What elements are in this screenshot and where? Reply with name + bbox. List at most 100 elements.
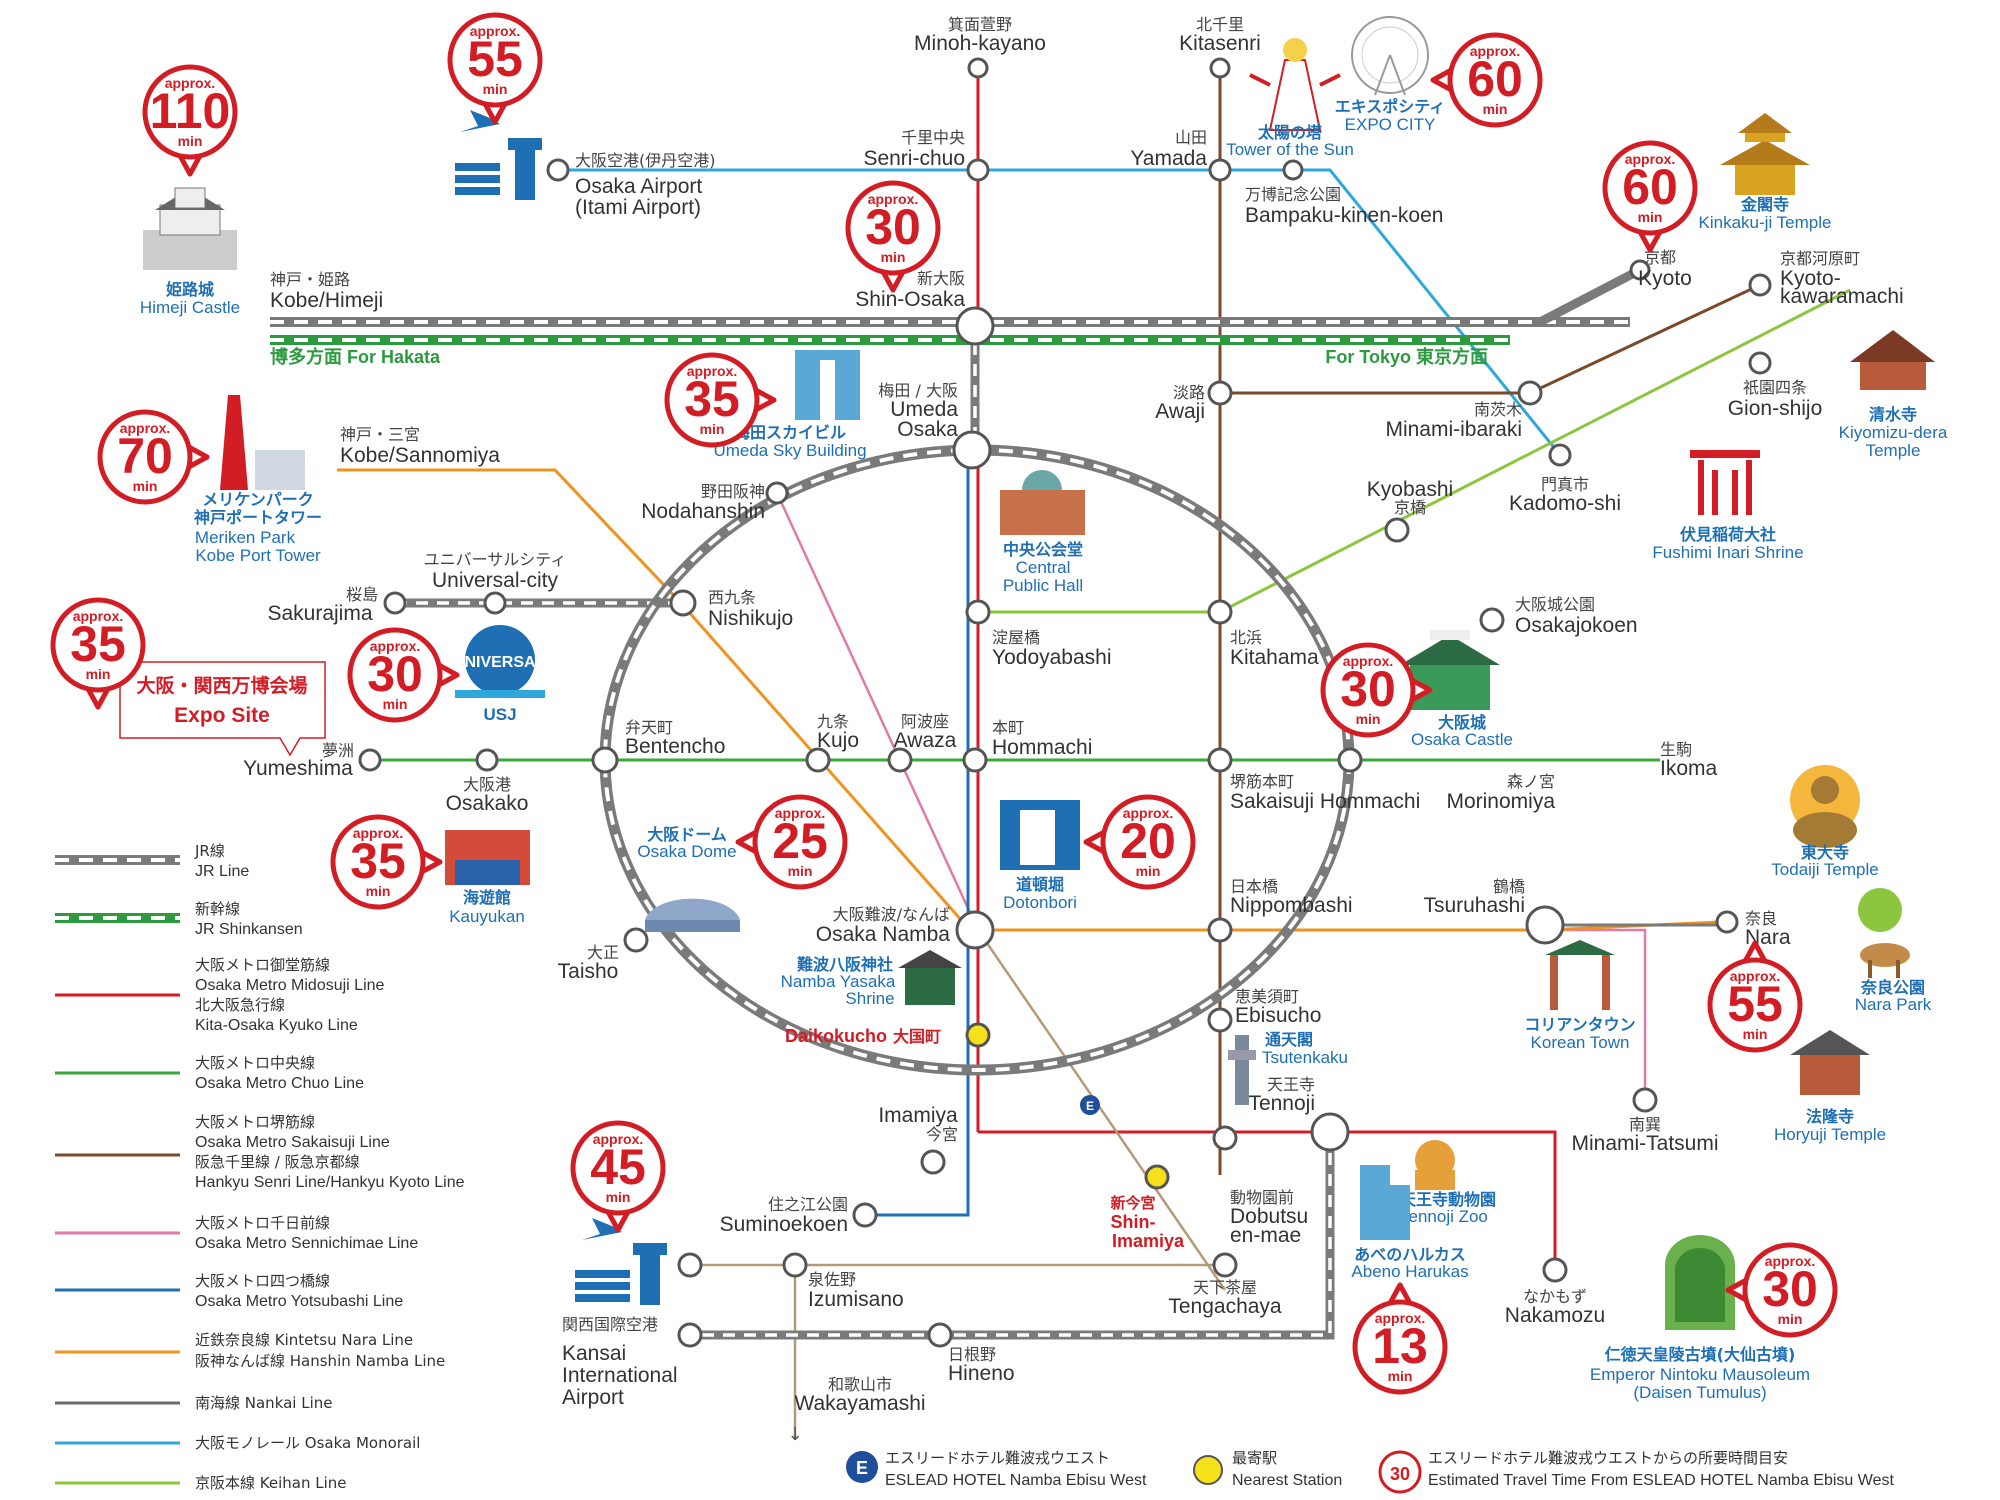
label-minoh-ja: 箕面萱野 xyxy=(948,15,1012,34)
node-taisho[interactable] xyxy=(623,927,649,953)
label-kawaramachi-ja: 京都河原町 xyxy=(1780,249,1860,268)
kinkakuji-en: Kinkaku-ji Temple xyxy=(1699,213,1832,232)
node-nara[interactable] xyxy=(1715,910,1739,934)
node-shin-imamiya[interactable] xyxy=(1144,1164,1170,1190)
label-osakajokoen-en: Osakajokoen xyxy=(1515,614,1638,637)
travel-time-badges: approx.110minapprox.55minapprox.30minapp… xyxy=(50,12,1838,1395)
node-kyoto-kawaramachi[interactable] xyxy=(1748,273,1772,297)
node-sakurajima[interactable] xyxy=(383,591,407,615)
node-kansai-airport[interactable] xyxy=(677,1322,703,1348)
label-yodoyabashi-ja: 淀屋橋 xyxy=(992,628,1040,647)
label-dobutsuen-en2: en-mae xyxy=(1230,1224,1301,1247)
node-kitasenri[interactable] xyxy=(1209,57,1231,79)
legend-yotsubashi-ja: 大阪メトロ四つ橋線 xyxy=(195,1272,330,1290)
node-osakako[interactable] xyxy=(475,748,499,772)
nearest-ja: 最寄駅 xyxy=(1232,1449,1277,1467)
badge-approx-label: approx. xyxy=(370,638,421,654)
node-universal[interactable] xyxy=(483,591,507,615)
midosuji-south xyxy=(978,1130,1557,1265)
meriken-en1: Meriken Park xyxy=(195,528,296,547)
node-osakajokoen[interactable] xyxy=(1479,607,1505,633)
node-awaza[interactable] xyxy=(887,747,913,773)
label-tsuruhashi-en: Tsuruhashi xyxy=(1423,894,1525,917)
node-kyobashi[interactable] xyxy=(1384,517,1410,543)
node-minoh[interactable] xyxy=(967,57,989,79)
node-hommachi[interactable] xyxy=(962,747,988,773)
node-ebisucho[interactable] xyxy=(1207,1007,1233,1033)
node-tengachaya[interactable] xyxy=(1212,1252,1238,1278)
nearest-station-icon xyxy=(1193,1455,1223,1485)
usj-globe-icon: NIVERSA xyxy=(455,625,545,698)
node-dobutsuen[interactable] xyxy=(1212,1125,1238,1151)
node-gion[interactable] xyxy=(1748,351,1772,375)
legend-nankai-ja: 南海線 Nankai Line xyxy=(195,1394,333,1412)
node-senrichuo[interactable] xyxy=(966,158,990,182)
node-shin-osaka[interactable] xyxy=(955,306,995,346)
legend-midosuji-en2: Kita-Osaka Kyuko Line xyxy=(195,1017,358,1034)
hotel-marker[interactable]: E xyxy=(1080,1095,1100,1115)
nara-park-ja: 奈良公園 xyxy=(1860,978,1925,997)
skybuilding-ja: 梅田スカイビル xyxy=(734,423,846,442)
node-nakamozu[interactable] xyxy=(1542,1257,1568,1283)
node-kitahama[interactable] xyxy=(1207,599,1233,625)
badge-minutes: 13 xyxy=(1372,1318,1428,1374)
badge-minutes: 55 xyxy=(1727,976,1783,1032)
fushimi-en: Fushimi Inari Shrine xyxy=(1652,543,1803,562)
node-sakaisuji[interactable] xyxy=(1207,747,1233,773)
badge-minutes: 20 xyxy=(1120,813,1176,869)
label-suminoekoen-en: Suminoekoen xyxy=(720,1213,848,1236)
horyuji-ja: 法隆寺 xyxy=(1806,1107,1854,1126)
node-nippombashi[interactable] xyxy=(1207,917,1233,943)
node-kansai-1[interactable] xyxy=(677,1252,703,1278)
horyuji-icon xyxy=(1790,1030,1870,1095)
node-kadomoshi[interactable] xyxy=(1548,443,1572,467)
central-hall-en2: Public Hall xyxy=(1003,576,1083,595)
node-osaka-airport[interactable] xyxy=(546,158,570,182)
node-yamada[interactable] xyxy=(1208,158,1232,182)
label-kitasenri-en: Kitasenri xyxy=(1179,32,1261,55)
label-tengachaya-ja: 天下茶屋 xyxy=(1193,1278,1257,1297)
badge-min-label: min xyxy=(178,133,203,149)
meriken-ja1: メリケンパーク xyxy=(202,490,314,509)
node-namba[interactable] xyxy=(955,910,995,950)
node-kujo[interactable] xyxy=(805,747,831,773)
kiyomizu-ja: 清水寺 xyxy=(1869,405,1917,424)
node-minami-tatsumi[interactable] xyxy=(1632,1087,1658,1113)
node-hineno[interactable] xyxy=(927,1322,953,1348)
node-imamiya[interactable] xyxy=(920,1149,946,1175)
badge-min-label: min xyxy=(483,81,508,97)
node-izumisano[interactable] xyxy=(782,1252,808,1278)
central-hall-icon xyxy=(1000,470,1085,535)
node-yumeshima[interactable] xyxy=(358,748,382,772)
yotsubashi-line xyxy=(865,440,970,1217)
node-nodahanshin[interactable] xyxy=(765,481,789,505)
badge-approx-label: approx. xyxy=(687,363,738,379)
node-bampaku[interactable] xyxy=(1282,159,1304,181)
node-tennoji[interactable] xyxy=(1310,1112,1350,1152)
label-nippombashi-ja: 日本橋 xyxy=(1230,877,1278,896)
badge-minutes: 60 xyxy=(1622,159,1678,215)
badge-min-label: min xyxy=(700,421,725,437)
travel-time-icon-num: 30 xyxy=(1390,1464,1410,1484)
node-kyoto[interactable] xyxy=(1629,259,1651,281)
node-awaji[interactable] xyxy=(1207,380,1233,406)
node-yodoyabashi[interactable] xyxy=(965,599,991,625)
node-suminoekoen[interactable] xyxy=(852,1202,878,1228)
usj-globe-text: NIVERSA xyxy=(464,654,536,671)
node-nishikujo[interactable] xyxy=(669,589,697,617)
node-bentencho[interactable] xyxy=(591,746,619,774)
legend-shinkansen: 新幹線 JR Shinkansen xyxy=(55,900,303,938)
node-tsuruhashi[interactable] xyxy=(1525,905,1565,945)
node-daikokucho[interactable] xyxy=(965,1022,991,1048)
label-kujo-en: Kujo xyxy=(817,729,859,752)
node-morinomiya[interactable] xyxy=(1337,747,1363,773)
node-minami-ibaraki[interactable] xyxy=(1517,380,1543,406)
node-umeda[interactable] xyxy=(952,430,992,470)
label-for-tokyo: For Tokyo 東京方面 xyxy=(1325,346,1488,367)
badge-approx-label: approx. xyxy=(593,1131,644,1147)
label-kansai-en3: Airport xyxy=(562,1386,624,1409)
